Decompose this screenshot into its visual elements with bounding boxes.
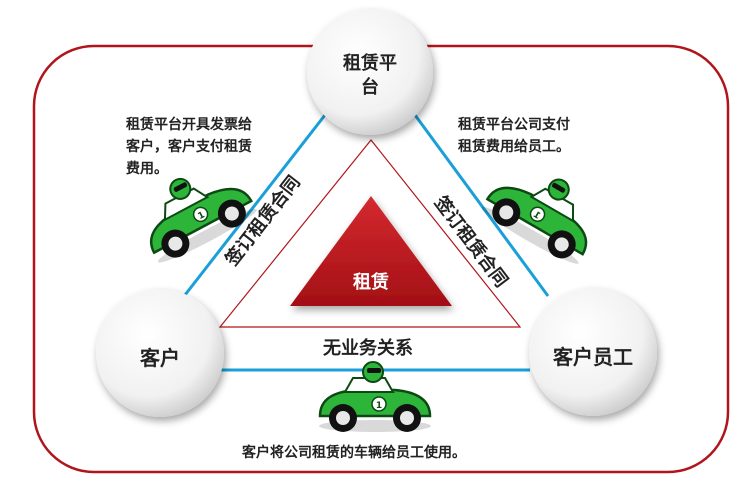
node-top-label-line: 台 bbox=[361, 77, 379, 98]
node-left-label: 客户 bbox=[140, 346, 180, 370]
node-top-label-line: 租赁平 bbox=[343, 53, 397, 74]
note-bottom: 客户将公司租赁的车辆给员工使用。 bbox=[242, 445, 466, 461]
inner-triangle-outline bbox=[218, 139, 522, 328]
center-triangle bbox=[290, 196, 452, 306]
car-icon-bottom bbox=[317, 360, 433, 434]
node-circle-left bbox=[96, 289, 224, 417]
edge-line-left bbox=[183, 114, 327, 296]
note-top-right: 租赁平台公司支付 租赁费用给员工。 bbox=[458, 114, 570, 158]
center-label: 租赁 bbox=[353, 272, 389, 293]
note-top-right-line: 租赁费用给员工。 bbox=[458, 139, 570, 155]
node-circle-right bbox=[529, 288, 657, 416]
edge-bottom-label: 无业务关系 bbox=[323, 338, 413, 359]
note-top-left-line: 租赁平台开具发票给 bbox=[126, 117, 252, 133]
note-top-left-line: 客户，客户支付租赁 bbox=[126, 139, 252, 155]
note-top-right-line: 租赁平台公司支付 bbox=[458, 117, 570, 133]
note-top-left: 租赁平台开具发票给 客户，客户支付租赁 费用。 bbox=[126, 114, 252, 180]
node-right-label: 客户员工 bbox=[553, 345, 633, 369]
node-top-label: 租赁平台 bbox=[320, 52, 420, 100]
car-icon-right bbox=[477, 150, 612, 270]
edge-line-right bbox=[413, 114, 550, 297]
node-circle-top bbox=[307, 9, 433, 135]
note-top-left-line: 费用。 bbox=[126, 161, 168, 177]
